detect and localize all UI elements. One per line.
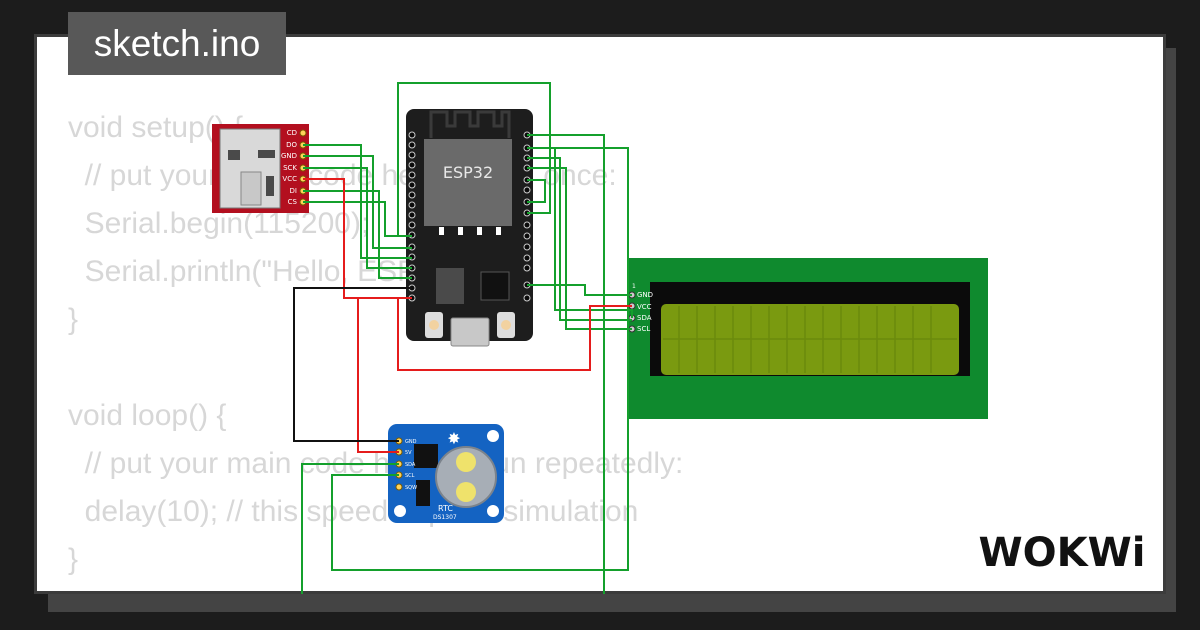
wire-sd-vcc [303,178,412,299]
esp32-pins[interactable] [408,131,531,302]
rtc-pin-label: 5V [405,450,412,456]
wire-esp-rtc-scl [331,147,629,571]
rtc-pin-label: SCL [405,473,415,479]
rtc-label: RTC [438,504,453,513]
wire-lcd-gnd-green [527,284,632,296]
black-wires [293,285,632,442]
rtc-battery-contact [456,482,476,502]
sd-pin-label: VCC [282,175,297,183]
sd-contact [258,150,275,158]
rtc-battery-contact [456,452,476,472]
esp32-buttons[interactable] [425,312,515,338]
lcd-pin-label: VCC [637,303,652,311]
red-wires [303,178,632,453]
wokwi-logo: WOKWi [979,530,1146,576]
rtc-pin-label: SDA [405,462,416,468]
rtc-mount-hole [487,430,499,442]
wire-sd-cs [303,201,412,237]
code-line: } [68,303,79,336]
wires [293,82,633,594]
esp32-board[interactable]: ESP32 [406,109,533,347]
file-tab[interactable]: sketch.ino [68,12,286,75]
rtc-chip [414,444,438,468]
wire-sd-di [303,190,412,279]
esp32-module [424,139,512,226]
wire-lcd-vcc [397,297,632,371]
rtc-pin-label: GND [405,439,417,445]
wire-rtc-sda [301,463,399,594]
sd-card-slot [240,171,262,206]
wire-esp-rtc-sda [527,134,605,594]
rtc-pin-labels: GND 5V SDA SCL SQW [405,439,417,491]
lcd-pin-label: SCL [637,325,650,333]
sd-pin-label: SCK [283,164,297,172]
sd-contact [266,176,274,196]
wire-rtc-vcc [357,297,412,453]
wire-rtc-gnd [293,287,412,442]
lcd-pin-label: GND [637,291,653,299]
star-icon: ✸ [447,429,460,448]
rtc-mount-hole [394,505,406,517]
sd-pin-label: DI [290,187,297,195]
sd-pin-label: CS [288,198,298,206]
sd-pin-label: CD [287,129,297,137]
wire-esp-scl [527,167,632,330]
sd-pin-labels: CD DO GND SCK VCC DI CS [281,129,298,206]
green-wires [301,82,633,594]
esp32-regulator [436,268,464,304]
rtc-mount-hole [487,505,499,517]
sd-pin-label: GND [281,152,297,160]
rtc-chip-label: DS1307 [433,514,457,521]
lcd-pin-one-label: 1 [632,283,636,290]
wire-lcd-gnd [527,285,632,295]
wire-esp-jumper [527,179,546,203]
rtc-module[interactable]: ✸ RTC DS1307 GND 5V SDA SCL SQW [388,424,504,523]
esp32-label: ESP32 [443,163,493,182]
lcd-pin-label: SDA [637,314,652,322]
lcd-pin-labels: GND VCC SDA SCL [637,291,653,333]
wire-sd-sck [303,167,412,269]
esp32-module-pads [439,227,501,235]
code-line: } [68,543,79,576]
microsd-module[interactable]: CD DO GND SCK VCC DI CS [212,124,309,213]
rtc-battery-holder [435,446,497,508]
sd-contact [228,150,240,160]
esp32-antenna [429,110,511,138]
sd-pin-label: DO [286,141,297,149]
lcd-display[interactable]: 1 GND VCC SDA SCL [627,258,988,419]
esp32-usb-port[interactable] [450,317,490,347]
code-line: void loop() { [68,399,227,432]
esp32-usb-chip [480,271,510,301]
wire-esp-loop-left [397,82,551,237]
lcd-char-grid [663,306,957,373]
rtc-crystal [416,480,430,506]
wire-esp-lcd [527,157,632,321]
rtc-pin-label: SQW [405,485,417,491]
